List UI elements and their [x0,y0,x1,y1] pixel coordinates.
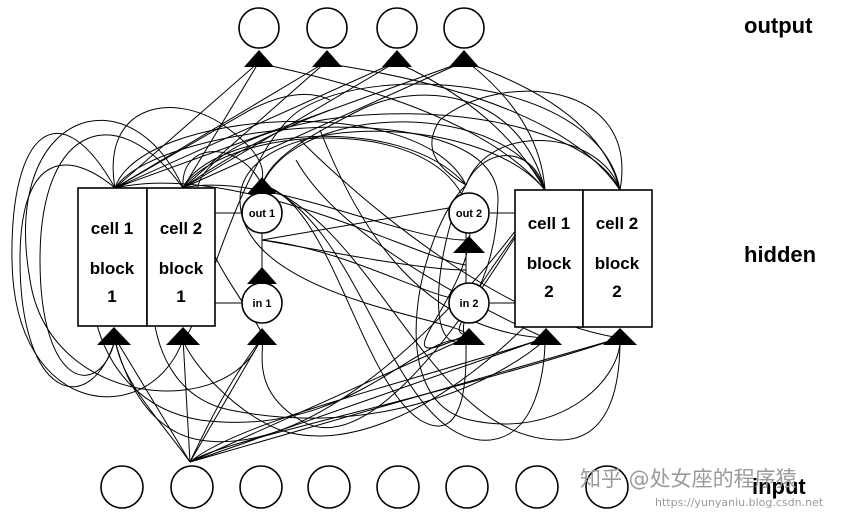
block2-output-gate-arrow [453,236,485,253]
output-layer [238,7,485,67]
block2-cell1-block-number: 2 [544,282,553,301]
input-unit-3 [239,465,283,509]
memory-block-2: cell 1 block 2 cell 2 block 2 out 2 in 2 [448,189,653,345]
block2-cell1-name: cell 1 [528,214,571,233]
input-unit-2 [170,465,214,509]
output-arrow-2 [312,50,342,67]
memory-block-1: cell 1 block 1 cell 2 block 1 out 1 in 1 [77,177,283,345]
block1-cell2-block-number: 1 [176,287,185,306]
block2-cell2-name: cell 2 [596,214,639,233]
block2-cell2-block-number: 2 [612,282,621,301]
block1-input-gate-arrow [247,328,277,345]
input-unit-7 [515,465,559,509]
block2-output-gate [448,192,490,234]
block1-cell2-block-word: block [159,259,204,278]
input-unit-5 [376,465,420,509]
input-layer [100,465,629,509]
block2-input-gate [448,282,490,324]
block2-cell2-box [582,189,653,328]
input-unit-6 [445,465,489,509]
output-unit-3 [376,7,418,49]
block2-cell1-box [514,189,584,328]
block2-output-gate-label: out 2 [456,208,482,220]
output-arrow-3 [382,50,412,67]
watermark-url: https://yunyaniu.blog.csdn.net [655,496,824,509]
block2-input-gate-arrow [453,328,485,345]
block2-cell1-block-word: block [527,254,572,273]
block1-cell1-block-word: block [90,259,135,278]
block2-cell2-input-arrow [603,328,637,345]
block1-output-gate-arrow [247,177,277,194]
block1-cell1-block-number: 1 [107,287,116,306]
input-unit-8 [585,465,629,509]
output-arrow-4 [449,50,479,67]
output-unit-1 [238,7,280,49]
block2-cell2-block-word: block [595,254,640,273]
layer-label-output: output [744,13,813,38]
block1-cell1-box [77,187,148,327]
watermark-text: 知乎 @处女座的程序猿 [580,467,797,491]
block1-cell2-input-arrow [166,327,200,345]
block1-cell2-box [146,187,216,327]
block2-cell1-input-arrow [530,328,562,345]
block1-output-gate-label: out 1 [249,208,275,220]
input-unit-1 [100,465,144,509]
block1-cell2-name: cell 2 [160,219,203,238]
layer-label-hidden: hidden [744,242,816,267]
output-unit-2 [306,7,348,49]
input-unit-4 [307,465,351,509]
layer-label-input: input [752,474,806,499]
output-arrow-1 [244,50,274,67]
output-unit-4 [443,7,485,49]
block1-cell1-name: cell 1 [91,219,134,238]
block1-cell1-input-arrow [97,327,131,345]
block1-input-gate-arrow-top [247,267,277,284]
block1-input-gate-label: in 1 [253,298,272,310]
block2-input-gate-label: in 2 [460,298,479,310]
